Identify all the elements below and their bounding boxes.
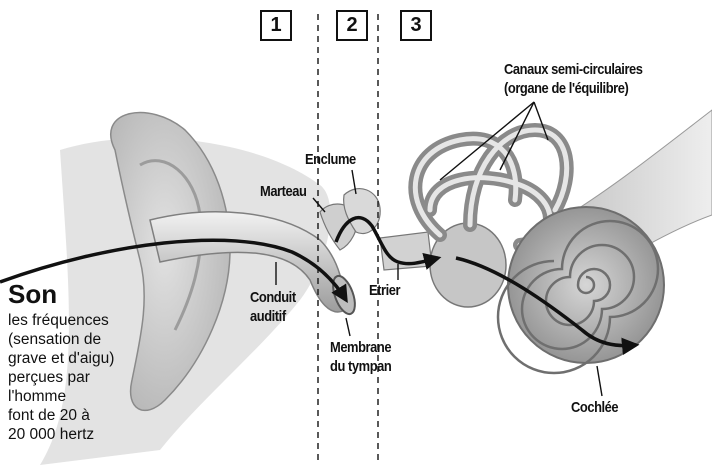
label-membrane-line1: Membrane: [330, 338, 391, 357]
label-conduit-line1: Conduit: [250, 288, 296, 307]
zone-3-box: 3: [400, 10, 432, 41]
label-conduit-auditif: Conduit auditif: [250, 288, 296, 326]
label-cochlee: Cochlée: [571, 398, 618, 417]
label-marteau: Marteau: [260, 182, 306, 201]
label-conduit-line2: auditif: [250, 307, 296, 326]
zone-2-box: 2: [336, 10, 368, 41]
label-membrane-du-tympan: Membrane du tympan: [330, 338, 391, 376]
label-canaux-line2: (organe de l'équilibre): [504, 79, 643, 98]
son-title: Son: [8, 279, 57, 310]
son-line: perçues par: [8, 368, 158, 387]
zone-1-box: 1: [260, 10, 292, 41]
son-description: les fréquences (sensation de grave et d'…: [8, 311, 158, 444]
label-canaux-line1: Canaux semi-circulaires: [504, 60, 643, 79]
son-line: l'homme: [8, 387, 158, 406]
son-line: grave et d'aigu): [8, 349, 158, 368]
son-line: 20 000 hertz: [8, 425, 158, 444]
son-line: font de 20 à: [8, 406, 158, 425]
label-etrier: Etrier: [369, 281, 400, 300]
label-canaux-semi-circulaires: Canaux semi-circulaires (organe de l'équ…: [504, 60, 643, 98]
son-line: les fréquences: [8, 311, 158, 330]
son-line: (sensation de: [8, 330, 158, 349]
label-membrane-line2: du tympan: [330, 357, 391, 376]
label-enclume: Enclume: [305, 150, 356, 169]
